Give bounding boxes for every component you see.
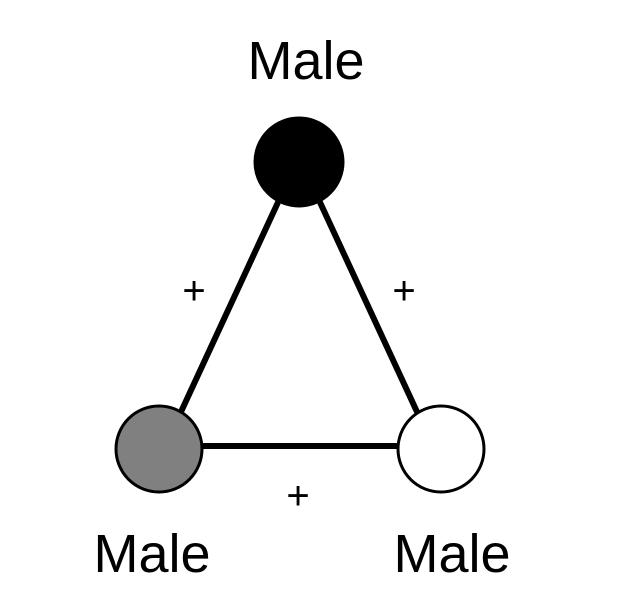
edge-top-to-bottom-right	[315, 195, 421, 417]
edge-right-sign: +	[392, 269, 415, 313]
node-top	[253, 116, 345, 208]
node-top-label: Male	[247, 31, 364, 91]
edge-bottom-sign: +	[286, 474, 309, 518]
node-bottom-right-label: Male	[393, 524, 510, 584]
edge-left-sign: +	[182, 269, 205, 313]
node-bottom-left-label: Male	[93, 524, 210, 584]
node-bottom-left	[114, 404, 204, 494]
edge-top-to-bottom-left	[177, 195, 283, 417]
node-bottom-right	[396, 404, 486, 494]
